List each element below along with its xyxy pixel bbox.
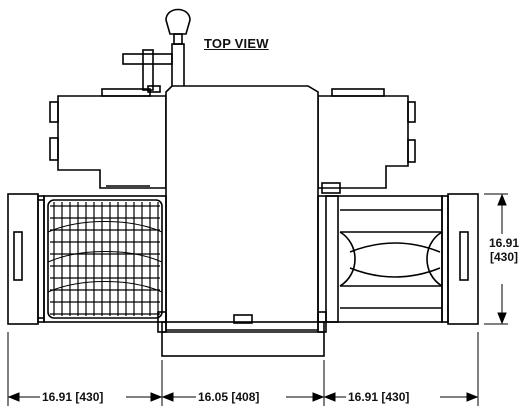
width-extension-lines <box>7 332 479 406</box>
central-oven-body <box>157 85 327 357</box>
view-title: TOP VIEW <box>204 36 269 51</box>
width-dimension-lines <box>7 392 479 402</box>
right-end-cap <box>441 193 479 325</box>
height-dimension-mm: [430] <box>489 250 518 264</box>
height-dimension-in: 16.91 <box>488 236 520 250</box>
left-width-dimension: 16.91 [430] <box>40 390 106 404</box>
height-dimension-line <box>484 193 508 325</box>
right-upper-housing <box>317 88 416 194</box>
left-upper-housing <box>49 88 167 189</box>
center-width-dimension: 16.05 [408] <box>196 390 262 404</box>
right-width-dimension: 16.91 [430] <box>346 390 412 404</box>
handle-knob <box>122 8 191 93</box>
left-end-cap <box>7 193 45 325</box>
left-conveyor-wire-belt <box>43 195 167 323</box>
right-conveyor-tunnel <box>317 195 443 323</box>
height-dimension: 16.91 [430] <box>480 236 528 264</box>
